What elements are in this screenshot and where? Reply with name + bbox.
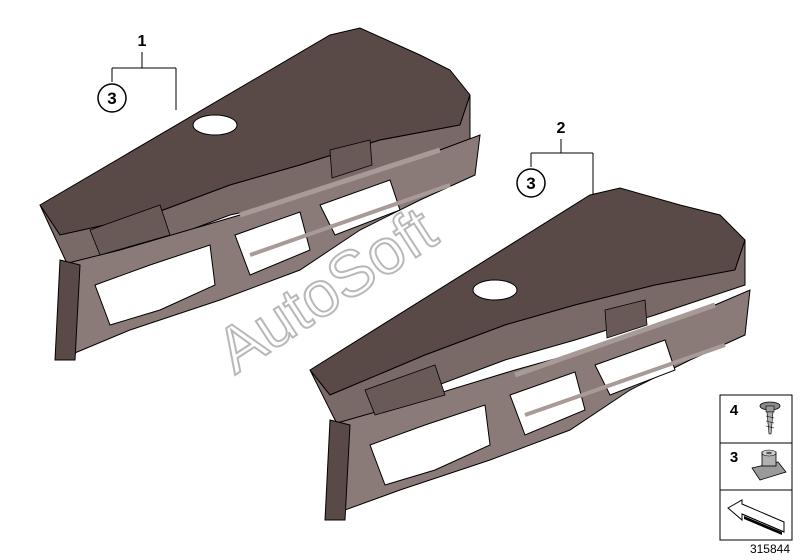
callout-circle-number: 3 bbox=[107, 89, 116, 108]
callout-circle-3-upper: 3 bbox=[97, 83, 127, 113]
legend-item-4: 4 bbox=[730, 401, 781, 435]
callout-assembly-1: 1 bbox=[111, 33, 177, 110]
clip-nut-icon bbox=[751, 449, 787, 481]
callout-assembly-2: 2 bbox=[530, 120, 594, 195]
parts-legend: 4 3 bbox=[719, 394, 793, 541]
callout-circle-number: 3 bbox=[526, 174, 535, 193]
callout-number: 1 bbox=[138, 33, 147, 50]
legend-number: 3 bbox=[730, 449, 738, 466]
legend-item-3: 3 bbox=[730, 449, 787, 481]
dashboard-assembly-1 bbox=[39, 27, 481, 361]
image-id: 315844 bbox=[750, 542, 790, 556]
screw-icon bbox=[759, 401, 781, 435]
callout-circle-3-lower: 3 bbox=[516, 168, 546, 198]
dashboard-assembly-2 bbox=[309, 187, 751, 521]
callout-number: 2 bbox=[557, 120, 566, 137]
legend-number: 4 bbox=[730, 402, 739, 419]
section-arrow-icon bbox=[727, 499, 785, 535]
legend-item-section bbox=[727, 499, 785, 535]
